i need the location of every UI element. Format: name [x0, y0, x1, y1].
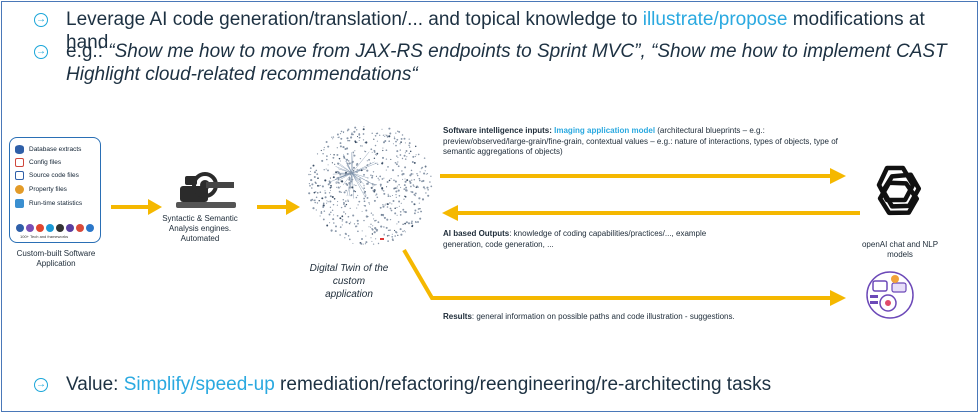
source-item-label: Source code files — [29, 172, 79, 179]
openai-logo-icon — [876, 165, 922, 216]
arrow-circle-icon: → — [34, 13, 48, 27]
code-file-icon — [15, 171, 24, 180]
results-title: Results — [443, 312, 472, 321]
config-file-icon — [15, 158, 24, 167]
arrow-analysis-to-twin — [257, 199, 300, 215]
arrow-circle-icon: → — [34, 378, 48, 392]
digital-twin-graph — [308, 126, 433, 245]
analysis-caption: Syntactic & Semantic Analysis engines. A… — [162, 214, 238, 243]
bullet-example: → e.g.: “Show me how to move from JAX-RS… — [34, 40, 969, 86]
results-arrow — [402, 248, 846, 306]
outputs-text: : knowledge of coding capabilities/pract… — [443, 229, 707, 249]
statistics-icon — [15, 199, 24, 208]
source-item: Database extracts — [15, 145, 81, 154]
outputs-label: AI based Outputs: knowledge of coding ca… — [443, 229, 728, 250]
bullet-highlight: illustrate/propose — [642, 9, 788, 30]
bullet-quote: “Show me how to move from JAX-RS endpoin… — [66, 41, 947, 85]
bullet-highlight: Simplify/speed-up — [123, 374, 275, 395]
bullet-text-part: modifications at hand — [66, 9, 925, 53]
source-item: Config files — [15, 158, 61, 167]
inputs-arrow — [440, 168, 846, 184]
arrow-source-to-analysis — [111, 199, 162, 215]
bullet-text-part: remediation/refactoring/reengineering/re… — [274, 374, 772, 395]
bullet-prefix: Value: — [66, 374, 124, 395]
arrow-circle-icon: → — [34, 45, 48, 59]
scanner-icon — [176, 172, 236, 208]
results-label: Results: general information on possible… — [443, 312, 843, 323]
source-caption: Custom-built Software Application — [16, 249, 96, 268]
source-artifacts-panel: Database extracts Config files Source co… — [9, 137, 101, 243]
source-item: Property files — [15, 185, 67, 194]
chat-nlp-icon — [866, 271, 914, 319]
source-item-label: Run-time statistics — [29, 200, 83, 207]
outputs-title: AI based Outputs — [443, 229, 510, 238]
inputs-highlight: Imaging application model — [554, 126, 656, 135]
bullet-prefix: e.g.: — [66, 41, 109, 62]
bullet-text: e.g.: “Show me how to move from JAX-RS e… — [66, 40, 969, 86]
bullet-value: → Value: Simplify/speed-up remediation/r… — [34, 373, 969, 396]
source-item-label: Config files — [29, 159, 62, 166]
source-item-label: Property files — [29, 186, 67, 193]
bullet-text: Leverage AI code generation/translation/… — [66, 8, 969, 54]
source-item: Source code files — [15, 171, 79, 180]
outputs-arrow — [442, 205, 860, 221]
inputs-text: (architectural blueprints – e.g.: previe… — [443, 126, 838, 156]
bullet-text-part: Leverage AI code generation/translation/… — [66, 9, 643, 30]
technology-logos — [16, 224, 94, 232]
property-file-icon — [15, 185, 24, 194]
ai-caption: openAI chat and NLP models — [861, 240, 939, 259]
logos-caption: 100+ Tech and frameworks — [20, 234, 69, 239]
source-item: Run-time statistics — [15, 199, 82, 208]
results-text: : general information on possible paths … — [471, 312, 735, 321]
bullet-text: Value: Simplify/speed-up remediation/ref… — [66, 373, 771, 396]
bullet-leverage-ai: → Leverage AI code generation/translatio… — [34, 8, 969, 54]
inputs-title: Software intelligence inputs: — [443, 126, 552, 135]
inputs-label: Software intelligence inputs: Imaging ap… — [443, 126, 843, 158]
source-item-label: Database extracts — [29, 146, 82, 153]
database-icon — [15, 145, 24, 154]
digital-twin-caption: Digital Twin of the custom application — [309, 263, 389, 300]
